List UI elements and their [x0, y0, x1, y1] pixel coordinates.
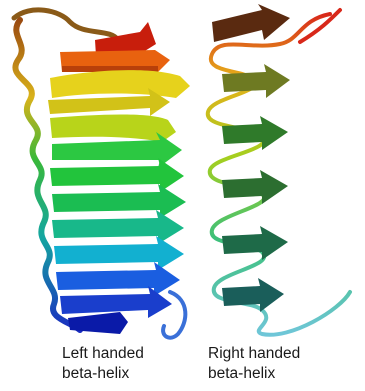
left-handed-helix — [14, 10, 190, 338]
right-strand-green-1 — [222, 116, 288, 150]
left-cyan-strand — [54, 236, 184, 270]
left-yellow-green-strand — [50, 115, 176, 143]
right-strand-dark — [212, 4, 290, 42]
right-caption: Right handed beta-helix — [208, 344, 358, 384]
right-strand-olive — [222, 64, 290, 98]
right-handed-helix — [208, 4, 350, 335]
left-green-strand-3 — [52, 184, 186, 218]
left-caption: Left handed beta-helix — [62, 344, 212, 384]
right-strand-teal-1 — [222, 226, 288, 260]
left-tail-loop — [163, 292, 185, 338]
left-green-strand-2 — [50, 158, 184, 192]
left-top-loop — [14, 10, 118, 40]
left-yellow-strand-1 — [50, 70, 190, 98]
right-strand-green-2 — [222, 170, 288, 204]
right-backbone-coil — [208, 14, 350, 335]
